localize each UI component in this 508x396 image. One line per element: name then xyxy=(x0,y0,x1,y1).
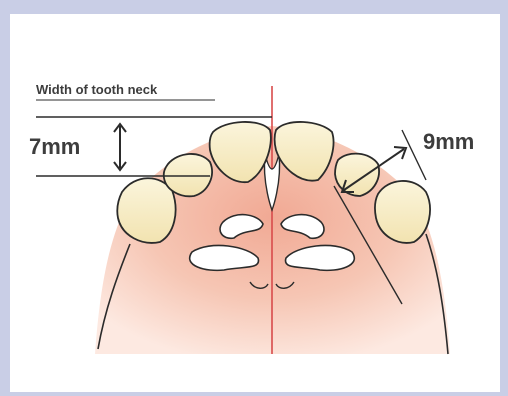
height-value-label: 7mm xyxy=(29,134,80,160)
neck-width-label: Width of tooth neck xyxy=(36,82,157,97)
height-arrow xyxy=(114,124,126,170)
lateral-incisor-left xyxy=(164,154,212,196)
canine-right xyxy=(375,181,430,243)
palate-diagram xyxy=(10,14,500,392)
diagram-panel: Width of tooth neck 7mm 9mm xyxy=(10,14,500,392)
gap-value-label: 9mm xyxy=(423,129,474,155)
lateral-incisor-right xyxy=(335,154,379,196)
canine-left xyxy=(117,178,175,243)
